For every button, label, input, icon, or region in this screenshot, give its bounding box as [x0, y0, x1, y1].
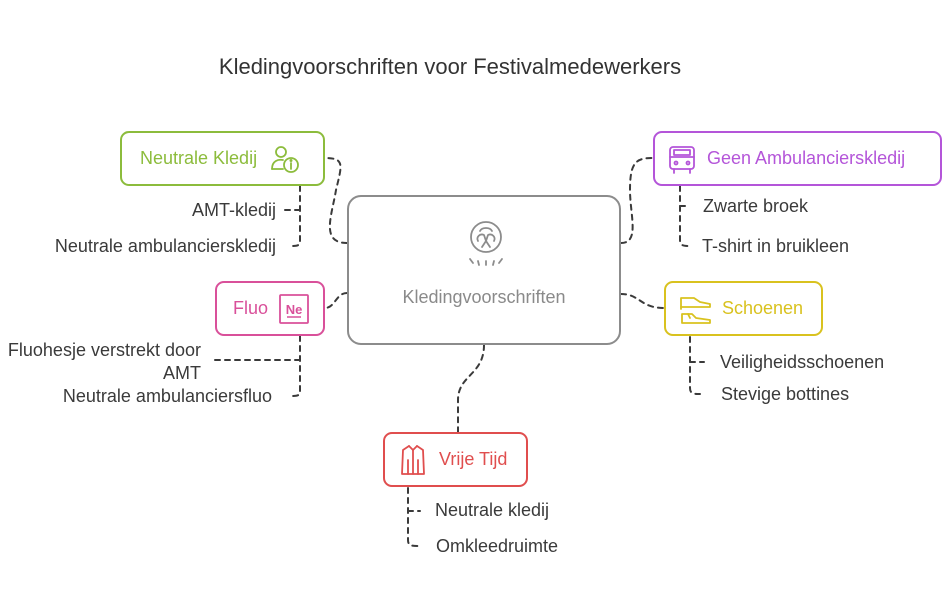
- connector-vrije-leaves: [407, 487, 421, 547]
- node-schoenen: Schoenen: [664, 281, 823, 336]
- node-neutrale-kledij: Neutrale Kledij: [120, 131, 325, 186]
- connector-fluo-leaves: [289, 335, 301, 397]
- connector-neutrale: [324, 157, 348, 244]
- connector-geen: [620, 157, 654, 244]
- page-title: Kledingvoorschriften voor Festivalmedewe…: [218, 54, 682, 79]
- leaf-neutrale-kledij: Neutrale kledij: [435, 500, 550, 520]
- leaf-t-shirt: T-shirt in bruikleen: [702, 236, 850, 256]
- node-schoenen-label: Schoenen: [722, 298, 804, 318]
- leaf-amt-kledij: AMT-kledij: [191, 200, 276, 220]
- connector-geen-leaves: [679, 185, 691, 247]
- leaf-neutrale-ambulanciersfluo: Neutrale ambulanciersfluo: [62, 386, 272, 406]
- node-fluo-label: Fluo: [233, 298, 269, 318]
- node-vrije-tijd: Vrije Tijd: [383, 432, 528, 487]
- person-info-icon: [271, 145, 299, 173]
- connector-fluo: [324, 292, 348, 309]
- shoes-icon: [680, 296, 711, 324]
- connector-vrije: [457, 344, 485, 433]
- leaf-neutrale-ambulancierskledij: Neutrale ambulancierskledij: [54, 236, 276, 256]
- jacket-icon: [401, 444, 425, 475]
- leaf-fluohesje: Fluohesje verstrekt door AMT: [7, 340, 201, 383]
- node-fluo: Fluo Ne: [215, 281, 325, 336]
- connector-neutrale-leaves: [289, 185, 301, 247]
- center-node: Kledingvoorschriften: [347, 195, 621, 345]
- connector-schoenen-leaves: [689, 336, 701, 395]
- leaf-veiligheidsschoenen: Veiligheidsschoenen: [720, 352, 885, 372]
- node-geen-ambulancierskledij: Geen Ambulancierskledij: [653, 131, 942, 186]
- leaf-omkleedruimte: Omkleedruimte: [436, 536, 559, 556]
- leaf-stevige-bottines: Stevige bottines: [721, 384, 850, 404]
- neon-sign-icon: Ne: [279, 293, 309, 324]
- node-neutrale-kledij-label: Neutrale Kledij: [140, 148, 258, 168]
- leaf-zwarte-broek: Zwarte broek: [703, 196, 809, 216]
- ambulance-icon: [669, 145, 695, 174]
- recycle-hands-icon: [469, 221, 503, 266]
- node-vrije-tijd-label: Vrije Tijd: [439, 449, 508, 469]
- node-geen-label: Geen Ambulancierskledij: [707, 148, 906, 168]
- center-label: Kledingvoorschriften: [402, 287, 566, 307]
- neon-icon-text: Ne: [286, 302, 303, 317]
- connector-schoenen: [620, 293, 665, 309]
